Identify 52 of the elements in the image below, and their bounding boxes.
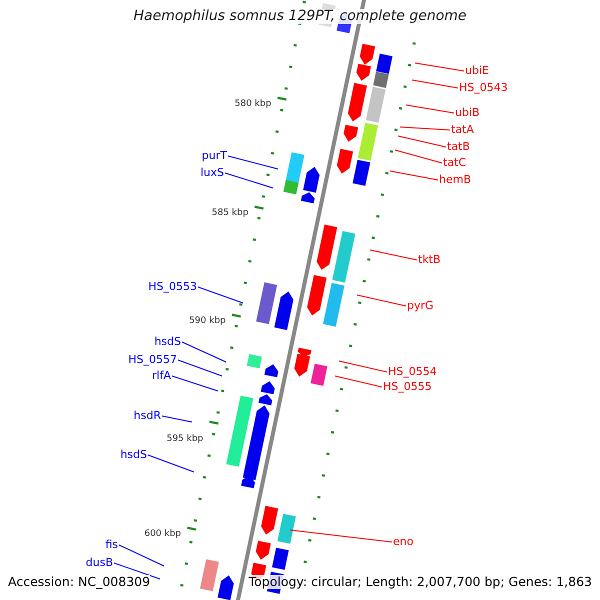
leader-line [356,294,406,306]
gene-label: eno [393,536,414,548]
accession-text: Accession: NC_008309 [8,575,150,589]
leader-line [114,562,160,580]
gene-label: HS_0557 [128,354,177,366]
gene-label: HS_0554 [388,366,437,378]
gene-label: pyrG [407,300,434,312]
leader-line [182,342,226,362]
gene-label: ubiB [455,107,480,120]
leader-line [290,530,392,542]
gene-label: rlfA [152,370,171,382]
leader-line [198,286,244,304]
leader-line [118,544,164,566]
gene-label: hemB [439,174,472,186]
leader-line [414,62,464,72]
leader-line [390,170,438,180]
leader-line [406,104,454,114]
leader-line [162,416,192,422]
leader-line [334,376,382,388]
leader-line [224,172,274,188]
gene-label: fis [105,539,118,552]
gene-label: dusB [86,557,113,570]
gene-label: ubiE [465,65,489,78]
scale-label: 590 kbp [189,317,226,327]
gene-label: tatB [447,141,470,154]
gene-label: tatC [443,157,466,170]
gene-label: hsdS [154,336,181,348]
leader-line [178,360,222,376]
scale-label: 585 kbp [212,209,248,219]
gene-label: HS_0553 [148,281,197,294]
leader-line [412,80,458,88]
gene-label: hsdS [120,449,147,462]
leader-line [172,376,218,392]
gene-label: tktB [418,254,441,266]
scale-label: 600 kbp [144,530,182,540]
genome-info-text: Topology: circular; Length: 2,007,700 bp; Genes: 1,863 [248,575,592,589]
gene-label: HS_0555 [383,381,432,394]
leader-line [338,360,388,372]
leader-line [370,250,418,260]
scale-label: 580 kbp [234,100,272,110]
title: Haemophilus somnus 129PT, complete genome [133,9,467,24]
leader-line [400,126,450,130]
scale-label: 595 kbp [166,435,204,445]
gene-label: HS_0543 [459,82,508,94]
leader-line [398,136,446,148]
gene-label: luxS [200,167,224,180]
leader-line [148,454,194,472]
leader-line [394,150,442,164]
leader-line [228,156,278,170]
gene-label: purT [202,150,227,162]
gene-label: tatA [451,124,474,136]
gene-label: hsdR [134,410,161,422]
